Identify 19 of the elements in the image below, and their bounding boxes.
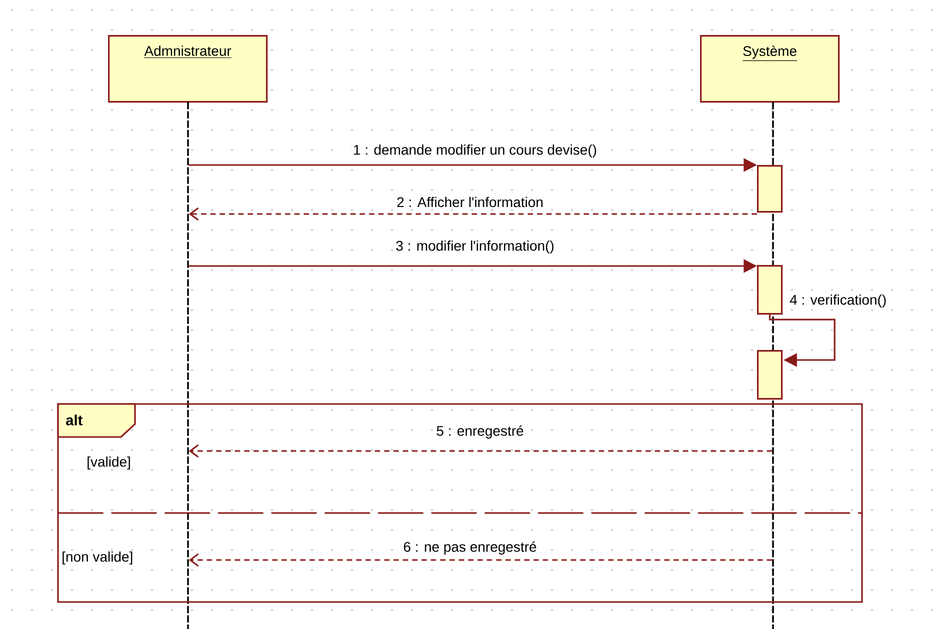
lifeline-head-box: Admnistrateur (108, 35, 268, 103)
message-label: 5 : enregestré (434, 424, 526, 440)
message-label: 1 : demande modifier un cours devise() (352, 143, 598, 159)
fragment-tab: alt (57, 403, 136, 438)
message-label: 3 : modifier l'information() (394, 239, 556, 255)
activation-bar (757, 265, 783, 315)
message-arrow (188, 207, 757, 221)
lifeline-head-box: Système (700, 35, 840, 103)
message-arrow (188, 553, 772, 567)
guard-label: [non valide] (62, 551, 132, 565)
message-label: 6 : ne pas enregestré (402, 540, 538, 556)
message-label: 2 : Afficher l'information (395, 196, 545, 208)
message-label: 4 : verification() (788, 293, 888, 309)
guard-label: [valide] (88, 456, 130, 470)
message-arrow (769, 314, 836, 367)
message-arrow (188, 444, 772, 458)
lifeline (187, 100, 189, 629)
activation-bar (757, 350, 783, 400)
activation-bar (757, 165, 783, 213)
